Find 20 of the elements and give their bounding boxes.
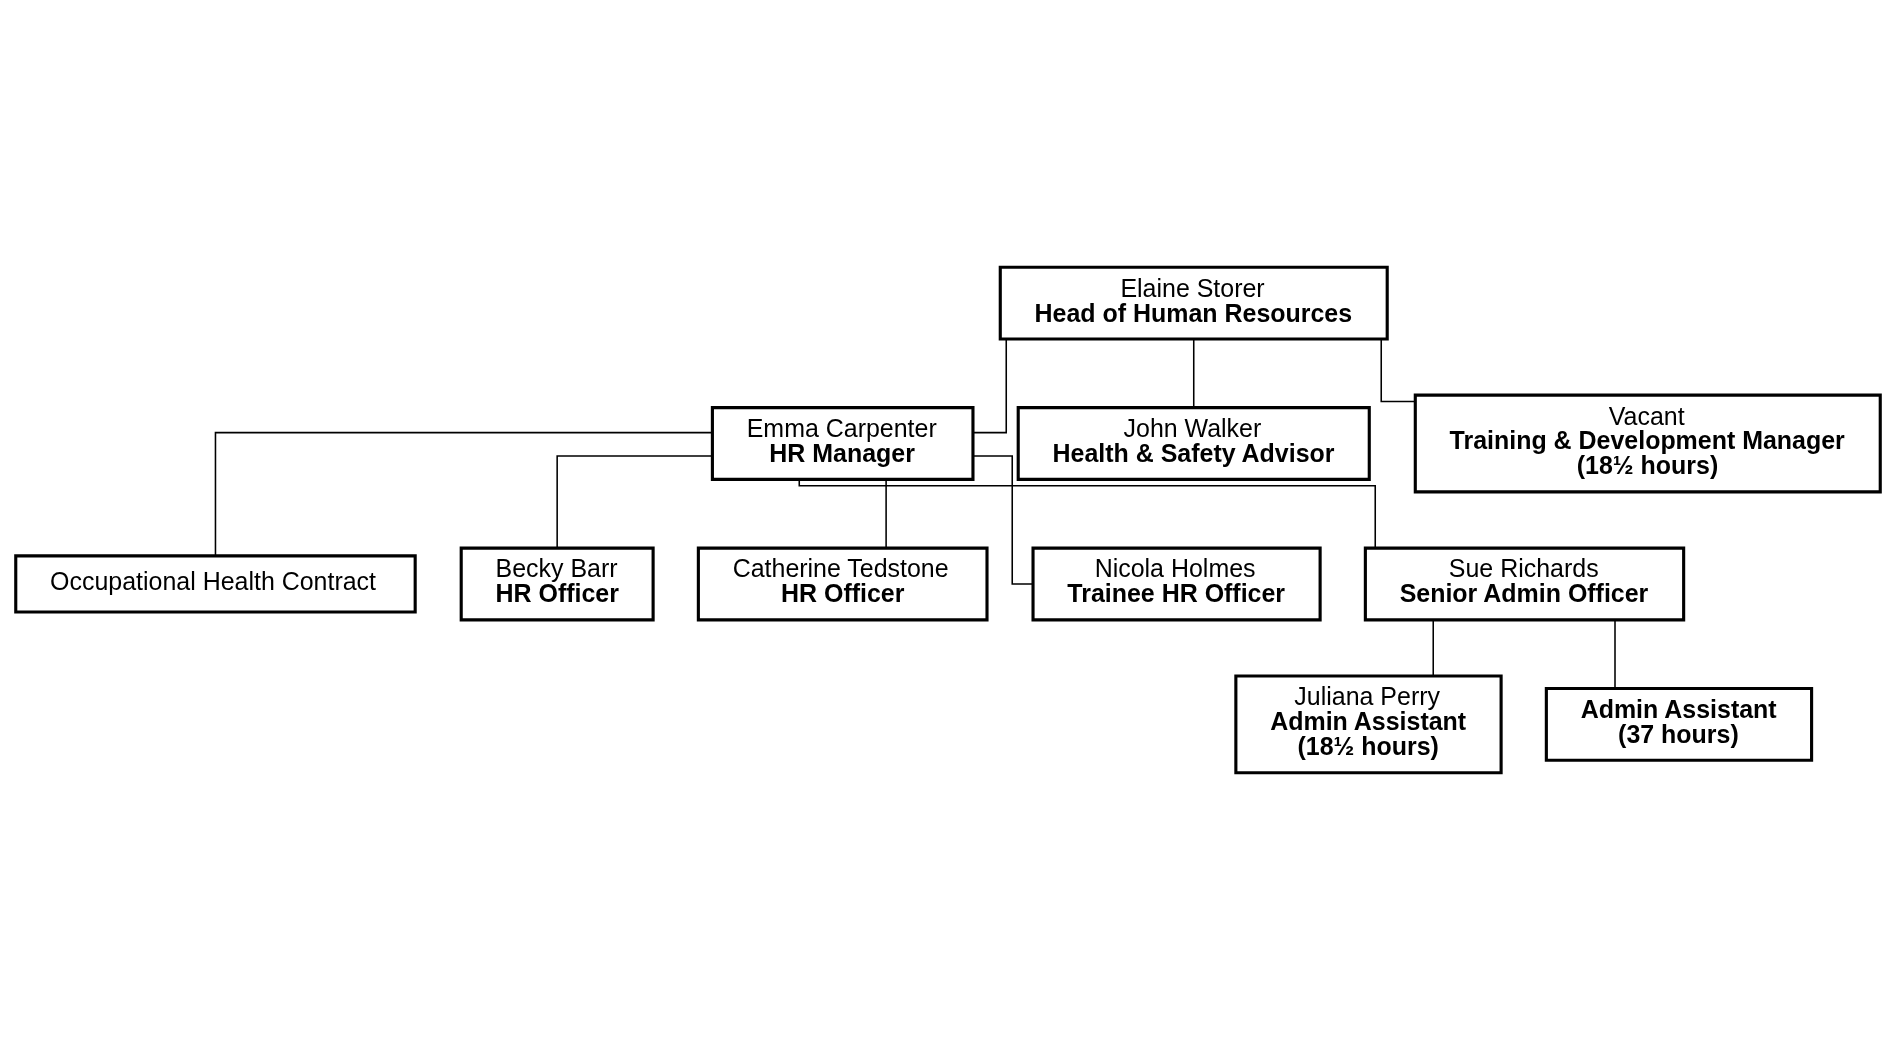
connector	[1380, 337, 1416, 402]
node-box: Sue Richards Senior Admin Officer	[1363, 546, 1686, 621]
connector	[972, 337, 1007, 433]
node-box: John Walker Health & Safety Advisor	[1016, 405, 1371, 481]
connector	[885, 478, 887, 549]
node-box: Admin Assistant (37 hours)	[1544, 686, 1814, 762]
node-box: Nicola Holmes Trainee HR Officer	[1031, 546, 1322, 621]
node-box: Becky Barr HR Officer	[459, 546, 655, 621]
connector	[1192, 338, 1195, 408]
connector	[798, 478, 1376, 549]
node-box: Juliana Perry Admin Assistant (18½ hours)	[1234, 673, 1503, 774]
connector	[556, 454, 713, 548]
node-box: Occupational Health Contract	[14, 553, 417, 614]
node-box: Catherine Tedstone HR Officer	[696, 546, 989, 621]
node-box: Vacant Training & Development Manager (18½ hours)	[1413, 393, 1882, 493]
node-box: Elaine Storer Head of Human Resources	[998, 265, 1389, 341]
node-box: Emma Carpenter HR Manager	[710, 405, 975, 481]
connector	[214, 431, 713, 556]
connector	[1432, 618, 1434, 676]
connector	[1614, 618, 1616, 689]
